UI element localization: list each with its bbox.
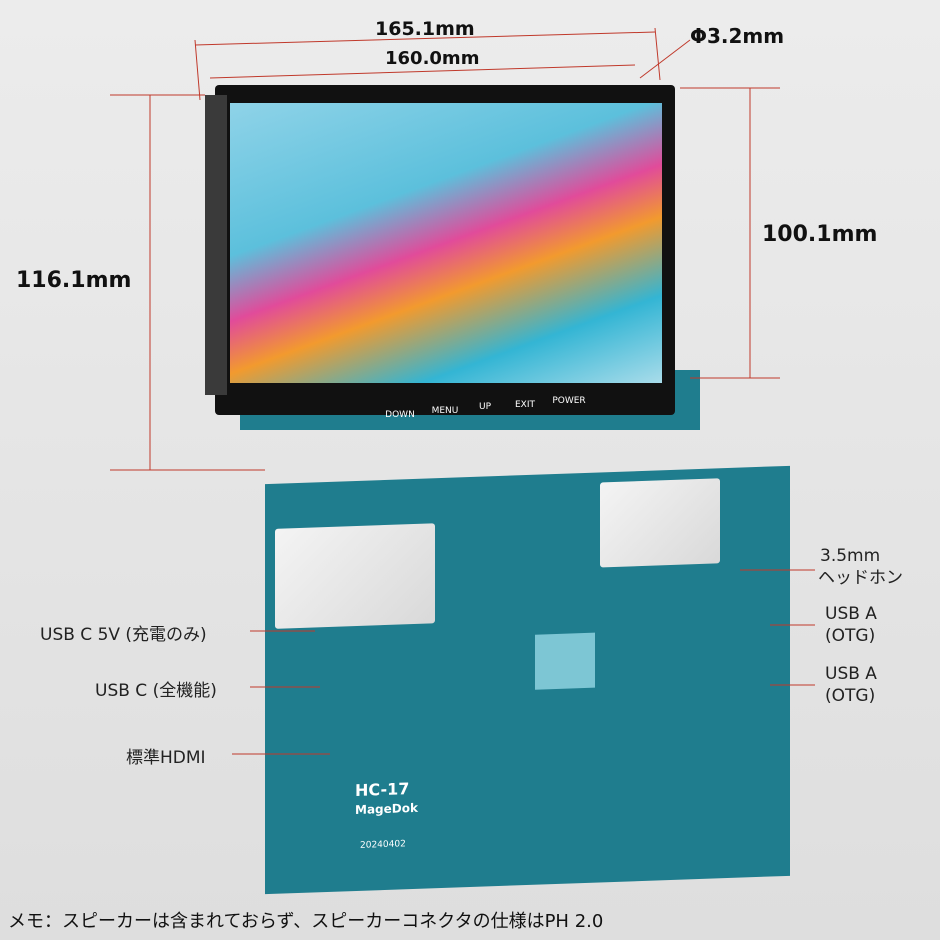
button-down[interactable]: DOWN (385, 410, 415, 420)
screen-height-label: 100.1mm (762, 222, 878, 247)
port-label-hdmi: 標準HDMI (126, 748, 206, 768)
outer-height-label: 116.1mm (16, 268, 132, 293)
port-label-usba-2: USB A (OTG) (825, 663, 877, 707)
headphone-line2: ヘッドホン (818, 568, 903, 588)
button-menu[interactable]: MENU (431, 406, 459, 416)
outer-width-label: 165.1mm (375, 18, 475, 40)
screen (230, 103, 662, 383)
monitor-front (205, 85, 700, 430)
button-exit[interactable]: EXIT (514, 400, 535, 410)
button-up[interactable]: UP (478, 402, 491, 412)
speaker-note: メモ：スピーカーは含まれておらず、スピーカーコネクタの仕様はPH 2.0 (8, 911, 604, 932)
headphone-line1: 3.5mm (820, 546, 881, 566)
port-label-headphone: 3.5mm ヘッドホン (818, 545, 903, 589)
usba2-line1: USB A (825, 664, 877, 684)
button-power[interactable]: POWER (552, 396, 586, 406)
hole-label: Φ3.2mm (690, 24, 785, 48)
usba1-line1: USB A (825, 604, 877, 624)
usba2-line2: (OTG) (825, 686, 876, 706)
side-ports (205, 95, 227, 395)
usba1-line2: (OTG) (825, 626, 876, 646)
port-label-usbc-full: USB C (全機能) (95, 681, 217, 701)
port-label-usba-1: USB A (OTG) (825, 603, 877, 647)
port-label-usbc-power: USB C 5V (充電のみ) (40, 625, 207, 645)
inner-width-label: 160.0mm (385, 48, 480, 69)
